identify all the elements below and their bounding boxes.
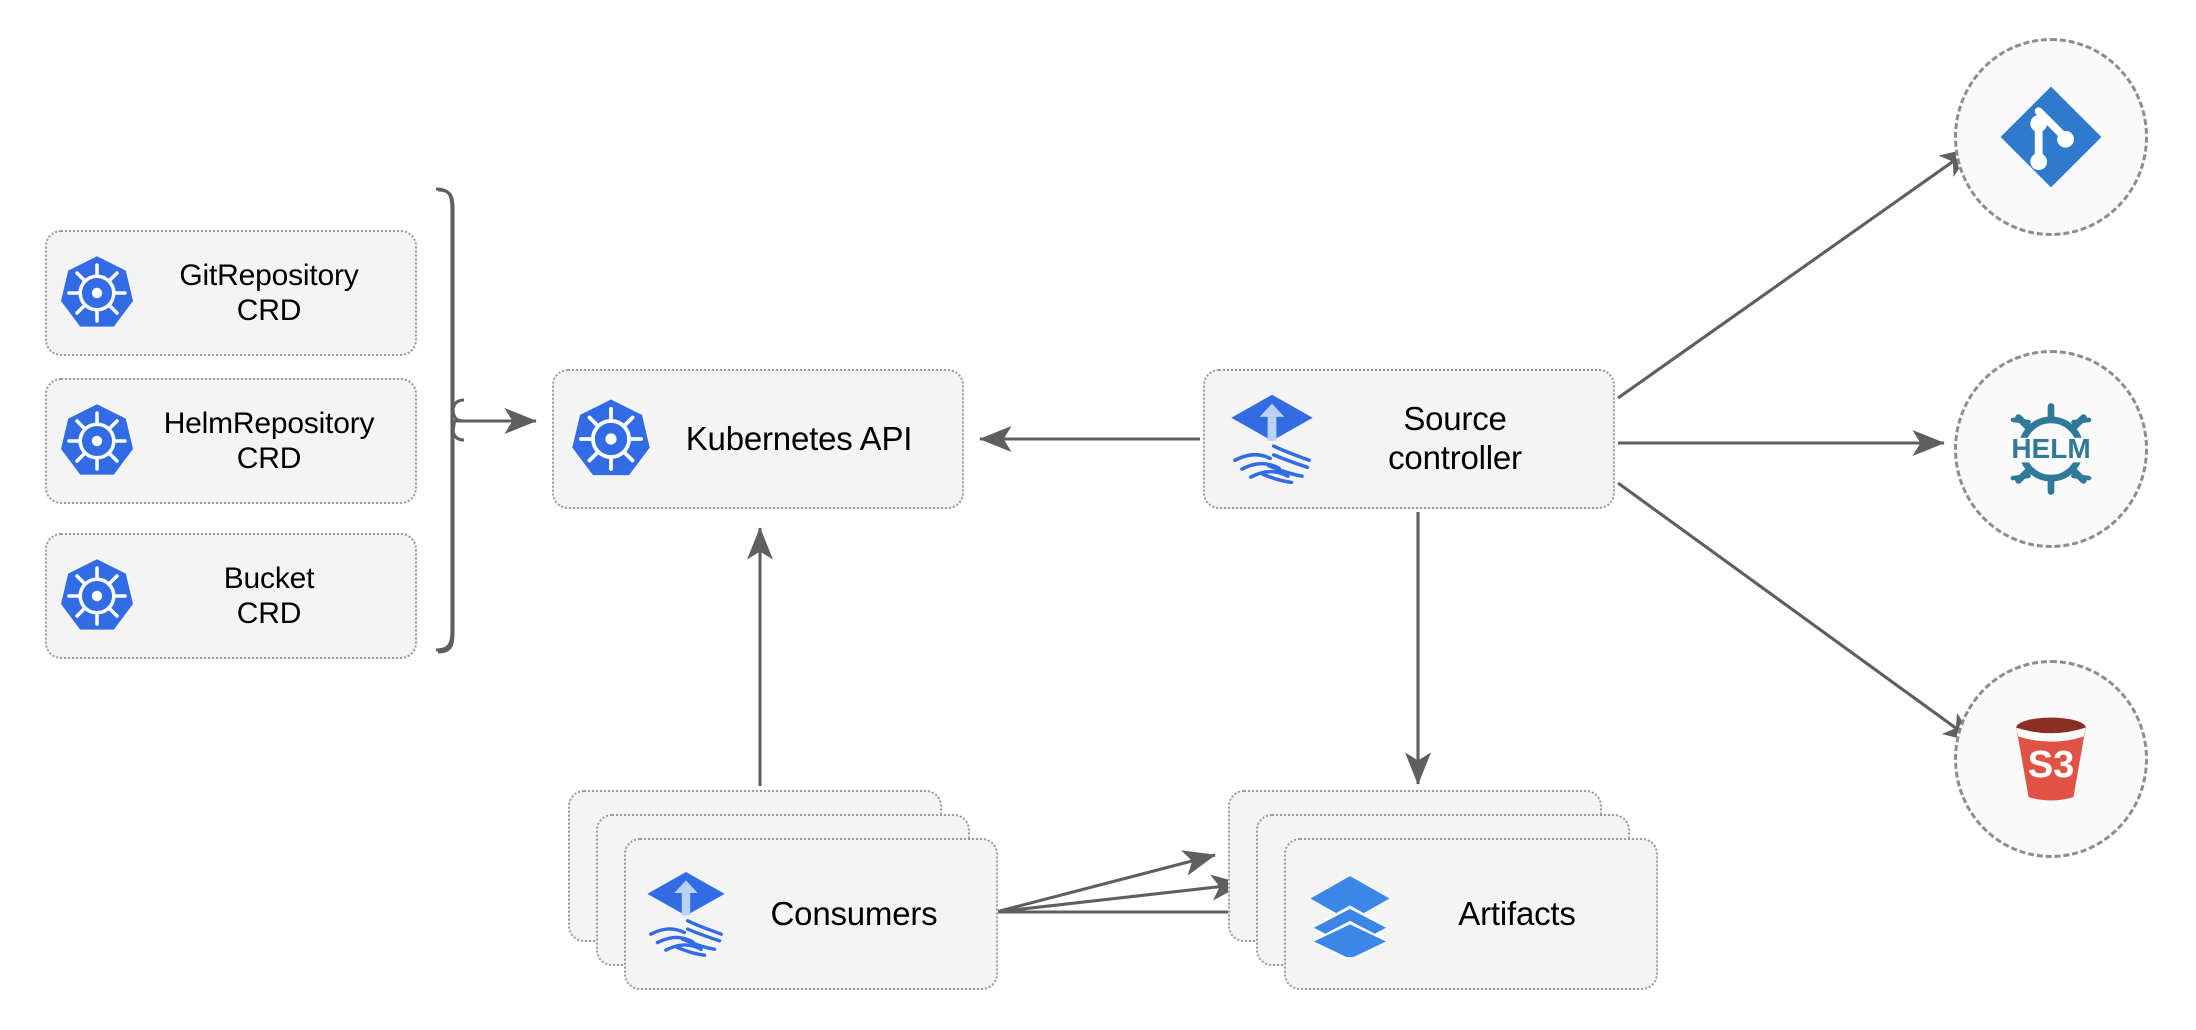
stack-layer-front[interactable]: Consumers [624,838,998,990]
node-helmrepository-crd[interactable]: HelmRepository CRD [45,378,417,504]
s3-icon: S3 [2016,717,2086,801]
node-artifacts-group[interactable]: Artifacts [1228,790,1658,990]
crd-bracket-path [435,187,465,652]
kubernetes-icon [568,396,654,482]
node-kubernetes-api[interactable]: Kubernetes API [552,369,964,509]
flux-icon [644,870,728,958]
edge-consumers-to-artifacts-1 [995,850,1216,914]
node-label: Source controller [1388,400,1522,476]
stack-layer-front[interactable]: Artifacts [1284,838,1658,990]
node-consumers-group[interactable]: Consumers [568,790,998,990]
node-label: HelmRepository CRD [163,406,375,475]
helm-wordmark: HELM [2011,433,2090,464]
edge-source-controller-to-git [1617,146,1973,400]
node-source-controller[interactable]: Source controller [1203,369,1615,509]
node-bucket-crd[interactable]: Bucket CRD [45,533,417,659]
kubernetes-icon [57,556,137,636]
kubernetes-icon [57,253,137,333]
node-label: Bucket CRD [223,561,315,630]
s3-wordmark: S3 [2028,744,2075,786]
kubernetes-icon [57,401,137,481]
crd-bracket-clean [437,188,466,654]
edge-consumers-to-artifacts-2 [995,874,1244,914]
node-label: GitRepository CRD [179,258,359,327]
edge-source-controller-to-s3 [1617,481,1976,744]
node-helm-source[interactable]: HELM [1954,350,2148,548]
node-label: Consumers [770,895,938,932]
node-s3-source[interactable]: S3 [1954,660,2148,858]
node-label: Artifacts [1458,895,1576,932]
layers-icon [1306,871,1394,957]
node-gitrepository-crd[interactable]: GitRepository CRD [45,230,417,356]
node-git-source[interactable] [1954,38,2148,236]
flux-icon [1227,393,1317,485]
helm-icon: HELM [2003,403,2099,495]
node-label: Kubernetes API [685,419,913,457]
git-icon [2000,86,2102,188]
